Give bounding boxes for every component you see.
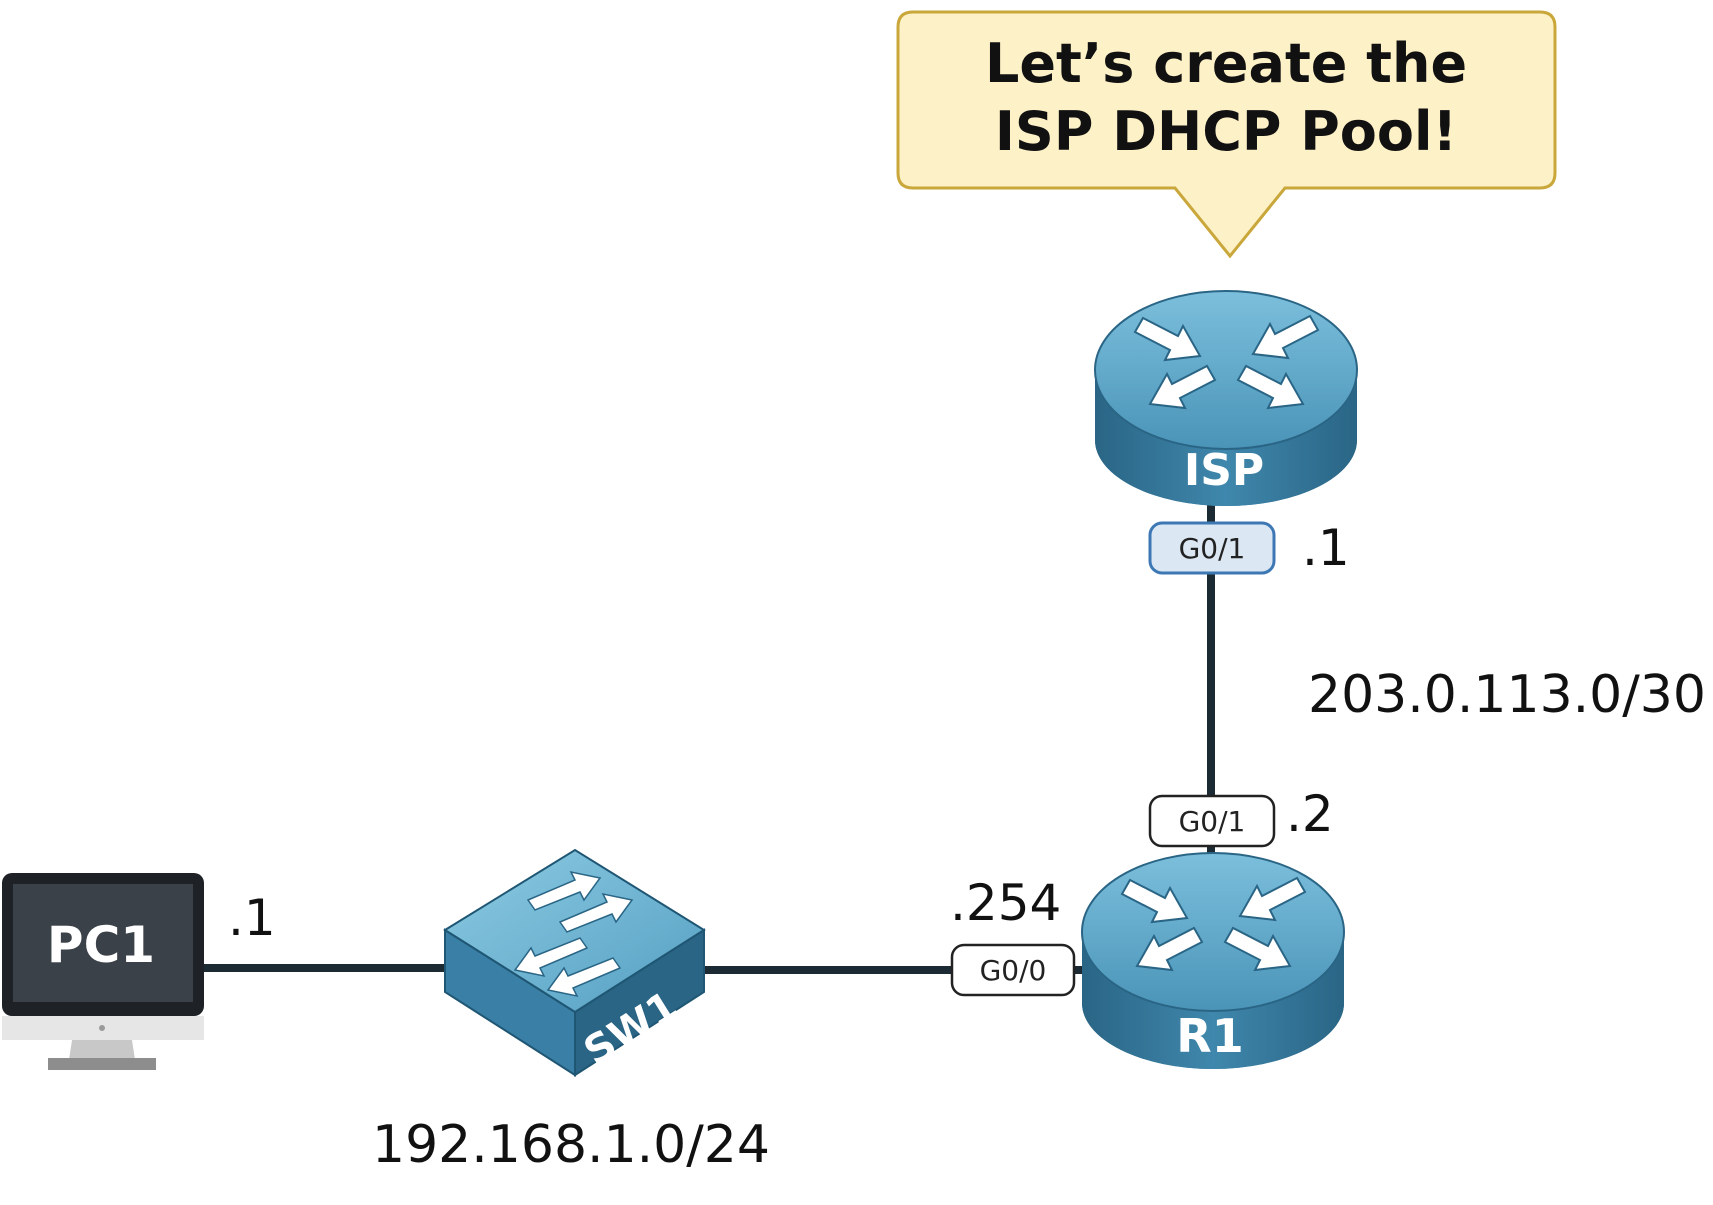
r1-wan-host-address: .2 [1286,785,1334,843]
lan-network-label: 192.168.1.0/24 [372,1115,770,1175]
interface-badge-r1-g0-1[interactable]: G0/1 [1148,794,1276,848]
callout-line-2: ISP DHCP Pool! [995,100,1457,163]
interface-badge-isp-g0-1[interactable]: G0/1 [1148,521,1276,575]
router-isp[interactable]: ISP [1094,290,1358,506]
r1-lan-host-address: .254 [950,874,1061,932]
switch-arrows-icon [513,870,634,998]
router-arrows-icon [1120,876,1307,972]
pc1-host-address: .1 [228,889,276,947]
interface-label: G0/1 [1179,532,1246,565]
speech-bubble: Let’s create the ISP DHCP Pool! [896,10,1557,259]
switch-sw1[interactable]: SW1 [443,848,706,1077]
router-arrows-icon [1133,314,1320,410]
interface-label: G0/1 [1179,805,1246,838]
router-r1-label: R1 [1176,1009,1243,1063]
pc-pc1[interactable]: PC1 [2,873,204,1070]
isp-host-address: .1 [1302,519,1350,577]
router-r1[interactable]: R1 [1081,852,1345,1069]
callout-line-1: Let’s create the [985,32,1467,95]
pc-pc1-label: PC1 [47,916,155,974]
wan-network-label: 203.0.113.0/30 [1308,665,1706,725]
interface-badge-r1-g0-0[interactable]: G0/0 [950,943,1076,997]
interface-label: G0/0 [980,954,1047,987]
router-isp-label: ISP [1184,445,1264,496]
power-led-icon [99,1025,105,1031]
